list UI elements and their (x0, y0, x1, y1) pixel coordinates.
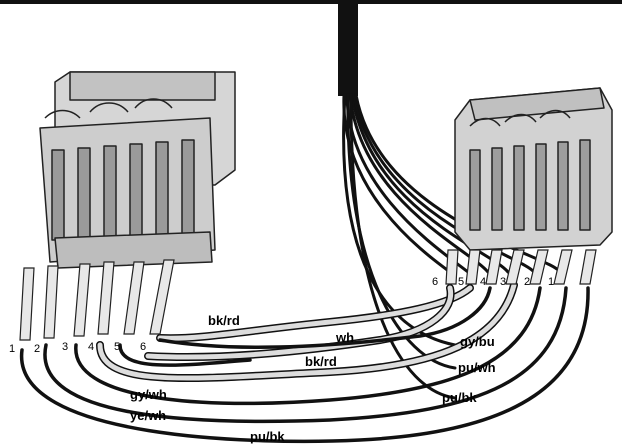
wire-pubk-middle (43, 286, 568, 424)
wire-gywh (97, 282, 517, 381)
wire-bundle (338, 4, 358, 96)
right-terminal-4 (485, 249, 503, 285)
right-pin-number: 4 (480, 276, 486, 288)
left-pin-number: 3 (62, 341, 68, 353)
wires (20, 93, 590, 444)
left-terminals (19, 259, 175, 341)
right-terminal-6 (445, 249, 459, 285)
right-latch-2 (504, 113, 537, 123)
left-pin-number: 5 (114, 341, 120, 353)
left-connector (39, 71, 236, 269)
right-latch-1 (469, 117, 501, 127)
wire-labels: bk/rd wh bk/rd gy/bu pu/wh pu/bk gy/wh y… (130, 313, 496, 444)
wire-pubk-bottom (20, 286, 590, 444)
right-connector-top (469, 87, 605, 121)
wire-label-gy-wh: gy/wh (130, 387, 167, 402)
fan-wire-6 (342, 93, 452, 274)
right-connector-ribs (469, 139, 591, 231)
left-pin-number: 2 (34, 343, 40, 355)
left-connector-ribs (51, 139, 195, 241)
left-connector-top-face (69, 71, 216, 101)
right-terminal-1 (553, 249, 573, 285)
left-terminal-2 (43, 265, 59, 339)
right-connector (454, 87, 613, 251)
right-terminal-3 (505, 249, 525, 285)
wire-label-ye-wh: ye/wh (130, 408, 166, 423)
left-pin-numbers: 1 2 3 4 5 6 (9, 341, 146, 355)
right-pin-numbers: 6 5 4 3 2 1 (432, 276, 554, 288)
top-border (0, 0, 622, 4)
left-terminal-5 (123, 261, 145, 335)
wire-wh (158, 286, 492, 349)
right-terminal-0 (579, 249, 597, 285)
right-terminals (445, 249, 597, 285)
wire-label-pu-wh: pu/wh (458, 360, 496, 375)
fan-wire-pubk (349, 93, 457, 400)
wire-label-gy-bu: gy/bu (460, 334, 495, 349)
right-pin-number: 1 (548, 276, 554, 288)
right-pin-number: 3 (500, 276, 506, 288)
left-pin-number: 6 (140, 341, 146, 353)
wire-label-pu-bk-bottom: pu/bk (250, 429, 285, 444)
left-connector-bottom (54, 231, 213, 269)
right-pin-number: 6 (432, 276, 438, 288)
right-terminal-2 (529, 249, 549, 285)
wire-yewh (74, 286, 542, 406)
left-terminal-3 (73, 263, 91, 337)
right-pin-number: 2 (524, 276, 530, 288)
left-terminal-1 (19, 267, 35, 341)
wire-label-bk-rd-upper: bk/rd (208, 313, 240, 328)
left-latch-1 (44, 109, 81, 119)
left-pin-number: 4 (88, 341, 94, 353)
left-terminal-4 (97, 261, 115, 335)
fan-wire-puwh (346, 93, 457, 370)
left-latch-3 (134, 98, 173, 109)
left-terminal-6 (149, 259, 175, 335)
wire-label-pu-bk-right: pu/bk (442, 390, 477, 405)
wire-label-bk-rd-lower: bk/rd (305, 354, 337, 369)
left-pin-number: 1 (9, 343, 15, 355)
fan-wire-2 (352, 93, 536, 274)
wire-pin4-stub (118, 343, 252, 367)
right-latch-3 (539, 109, 571, 119)
right-pin-number: 5 (458, 276, 464, 288)
right-terminal-5 (465, 249, 481, 285)
left-latch-2 (89, 102, 129, 113)
wire-label-wh: wh (335, 330, 354, 345)
wire-bkrd-upper (157, 285, 473, 341)
